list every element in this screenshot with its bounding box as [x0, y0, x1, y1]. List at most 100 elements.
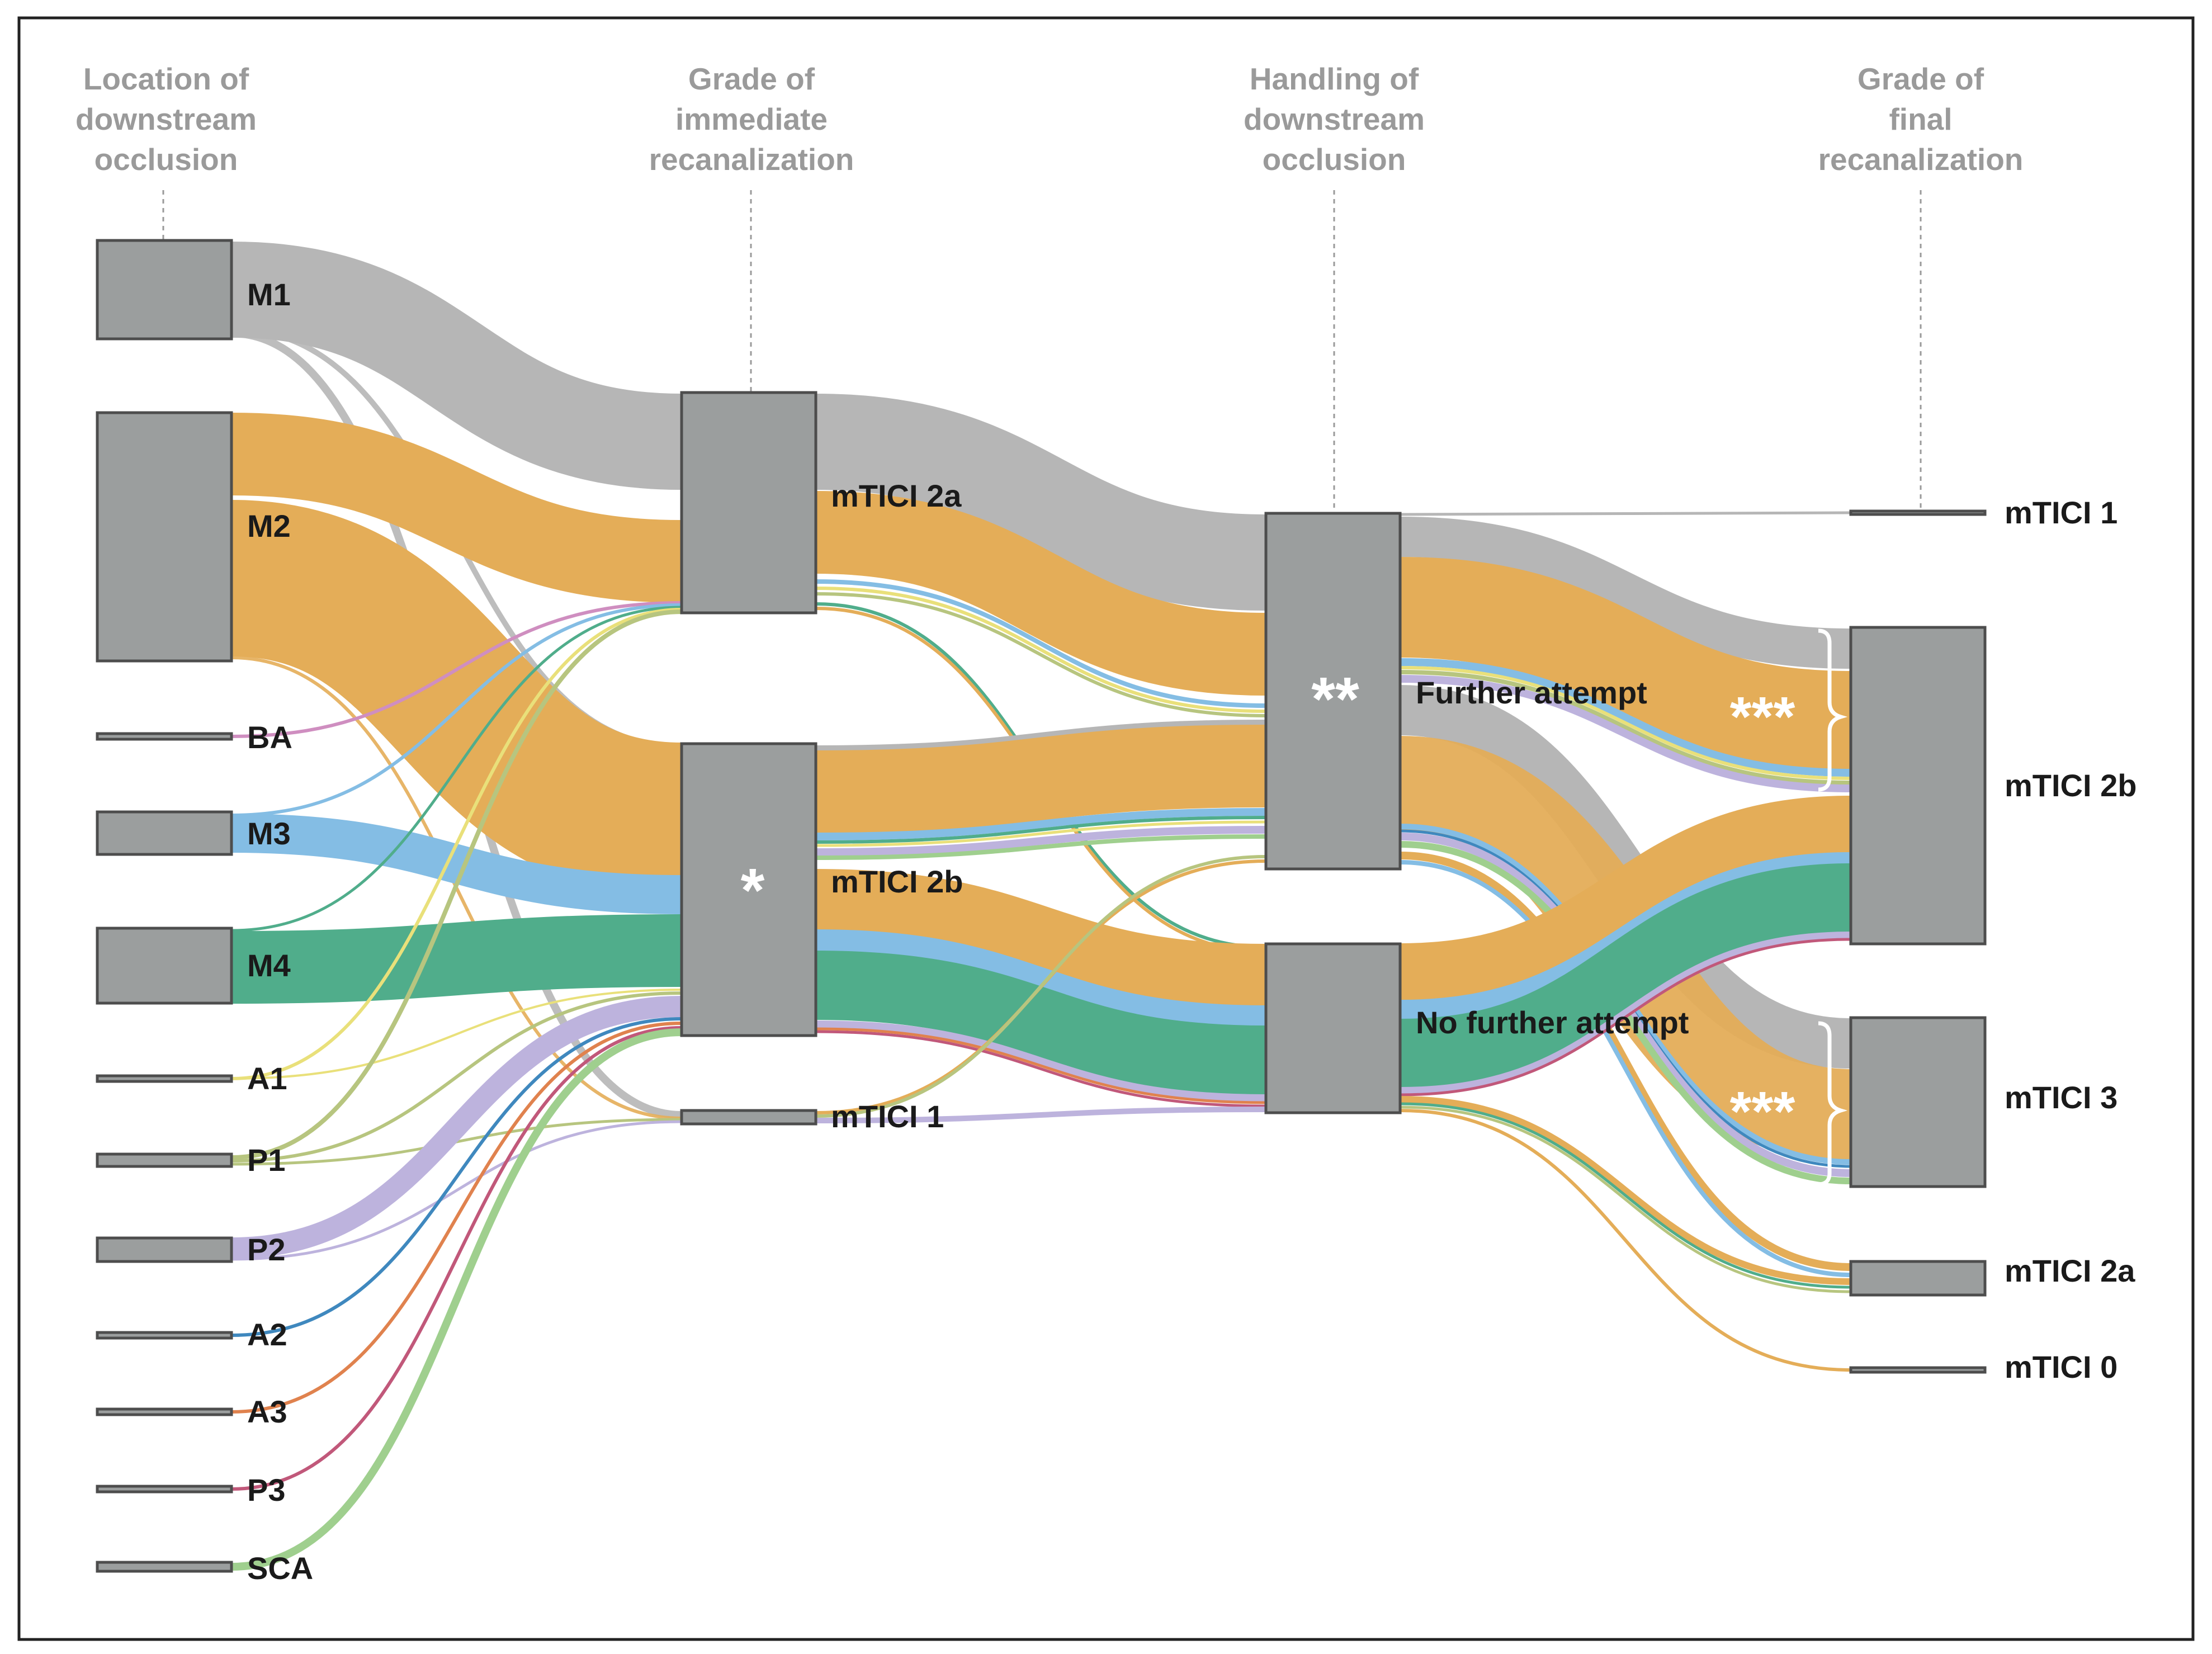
flow-imm2a-small-to-further [815, 579, 1266, 708]
flow-p2-to-immediate-2b [231, 996, 682, 1259]
node-M4 [96, 927, 233, 1005]
label-A3: A3 [247, 1394, 287, 1429]
flow-m1-to-immediate-2a [231, 242, 682, 490]
flow-ba-to-immediate-2a [231, 601, 682, 738]
flow-further-a1-to-final-2b [1400, 666, 1851, 780]
label-BA: BA [247, 720, 292, 755]
column-title-handling: Handling of downstream occlusion [1244, 62, 1425, 177]
location-nodes: M1 M2 BA M3 M4 A1 P1 P2 A2 A3 P3 SCA [96, 239, 313, 1586]
flow-imm2b-a3-to-no-further [815, 1027, 1266, 1104]
column-title-line: downstream [75, 102, 257, 136]
column-title-line: Handling of [1250, 62, 1419, 96]
flow-imm2b-p2-to-further [815, 826, 1266, 856]
column-title-line: Grade of [688, 62, 815, 96]
flow-no-further-p3-to-final-2b [1400, 938, 1851, 1097]
label-immediate-mtici-2a: mTICI 2a [831, 478, 962, 513]
flow-a3-to-immediate-2b [231, 1022, 682, 1414]
label-M4: M4 [247, 948, 291, 983]
label-M1: M1 [247, 277, 291, 312]
label-M2: M2 [247, 508, 291, 544]
column-title-line: immediate [675, 102, 828, 136]
label-A1: A1 [247, 1061, 287, 1096]
column-title-line: Grade of [1857, 62, 1984, 96]
label-A2: A2 [247, 1317, 287, 1352]
flow-imm2a-p1-to-further [815, 592, 1266, 717]
flow-no-further-m4-to-final-2a [1400, 1102, 1851, 1289]
label-final-mtici-0: mTICI 0 [2005, 1349, 2118, 1384]
flow-imm2b-m4-to-further [815, 816, 1266, 844]
label-P3: P3 [247, 1472, 286, 1507]
label-M3: M3 [247, 816, 291, 851]
node-no-further-attempt [1264, 942, 1402, 1114]
brace-final-3 [1818, 1021, 1848, 1187]
flow-imm1-p1-to-further [815, 855, 1266, 1118]
node-P1 [96, 1152, 233, 1168]
node-final-mtici-2b [1849, 626, 1987, 946]
label-final-mtici-2b: mTICI 2b [2005, 768, 2137, 803]
flow-m4-to-immediate-2a [231, 606, 682, 932]
flow-m4-to-immediate-2b [231, 914, 682, 1004]
node-final-mtici-0 [1849, 1366, 1987, 1374]
label-no-further-attempt: No further attempt [1416, 1005, 1689, 1040]
flow-imm2b-p3-to-no-further [815, 1030, 1266, 1108]
flow-no-further-m2-to-final-0 [1400, 1109, 1851, 1372]
flow-imm2b-m1-to-further [815, 720, 1266, 751]
asterisk-marker: * [741, 856, 765, 925]
flow-a1-to-immediate-2a [231, 608, 682, 1080]
flow-p1-to-immediate-2b [231, 991, 682, 1162]
flow-imm2b-m2-to-further [815, 725, 1266, 833]
column-title-line: recanalization [649, 142, 854, 177]
flow-sca-to-immediate-2b [231, 1028, 682, 1571]
flow-imm2b-m4-to-no-further [815, 951, 1266, 1095]
node-final-mtici-1 [1849, 509, 1987, 516]
flow-p3-to-immediate-2b [231, 1026, 682, 1491]
flow-m2-to-immediate-2b [229, 500, 684, 899]
label-further-attempt: Further attempt [1416, 675, 1647, 710]
flow-further-m2-to-final-2b [1400, 557, 1851, 772]
flow-further-to-final-1 [1400, 511, 1851, 516]
label-final-mtici-1: mTICI 1 [2005, 495, 2118, 530]
flow-no-further-p1-to-final-2a [1400, 1105, 1851, 1293]
column-title-line: recanalization [1818, 142, 2024, 177]
flow-imm2b-a1-to-further [815, 820, 1266, 847]
flow-m2-to-immediate-2a [231, 413, 682, 603]
column-title-final: Grade of final recanalization [1818, 62, 2024, 177]
triple-asterisk-final-3: *** [1730, 1080, 1795, 1143]
node-SCA [96, 1561, 233, 1573]
immediate-nodes: mTICI 2a mTICI 2b mTICI 1 * [680, 391, 963, 1134]
flow-imm2b-m3-to-no-further [815, 929, 1266, 1030]
column-title-line: final [1889, 102, 1952, 136]
column-title-line: occlusion [94, 142, 238, 177]
label-P1: P1 [247, 1142, 286, 1178]
flow-further-p2-to-final-2b [1400, 675, 1851, 792]
node-M2 [96, 411, 233, 663]
node-P2 [96, 1236, 233, 1263]
flow-imm2b-p2-to-no-further [815, 1020, 1266, 1102]
flow-further-m1-to-final-2b [1400, 517, 1851, 669]
node-final-mtici-2a [1849, 1260, 1987, 1297]
flow-no-further-m4-to-final-2b [1400, 863, 1851, 1088]
brace-final-2b [1818, 628, 1848, 792]
flow-a2-to-immediate-2b [231, 1017, 682, 1337]
column-title-location: Location of downstream occlusion [75, 62, 257, 177]
handling-nodes: Further attempt No further attempt ** [1264, 512, 1689, 1114]
flow-no-further-m2-to-final-2a [1400, 1096, 1851, 1285]
flow-imm2a-a1-to-further [815, 587, 1266, 713]
flow-further-m3-to-final-2b [1400, 658, 1851, 777]
flow-m3-to-immediate-2b [231, 814, 682, 914]
flow-p2-to-immediate-1 [231, 1120, 682, 1261]
flow-further-p1-to-final-2b [1400, 670, 1851, 785]
flow-m3-to-immediate-2a [231, 603, 682, 817]
node-BA [96, 732, 233, 741]
column-title-line: Location of [83, 62, 249, 96]
column-title-line: occlusion [1263, 142, 1406, 177]
flow-further-m3-to-final-2a [1400, 860, 1851, 1277]
label-final-mtici-2a: mTICI 2a [2005, 1253, 2135, 1288]
flow-no-further-p2-to-final-2b [1400, 932, 1851, 1094]
node-M1 [96, 239, 233, 341]
flow-p1-to-immediate-2a [231, 609, 682, 1160]
label-immediate-mtici-2b: mTICI 2b [831, 864, 963, 899]
node-A1 [96, 1074, 233, 1083]
annotation-braces: *** *** [1730, 628, 1848, 1187]
